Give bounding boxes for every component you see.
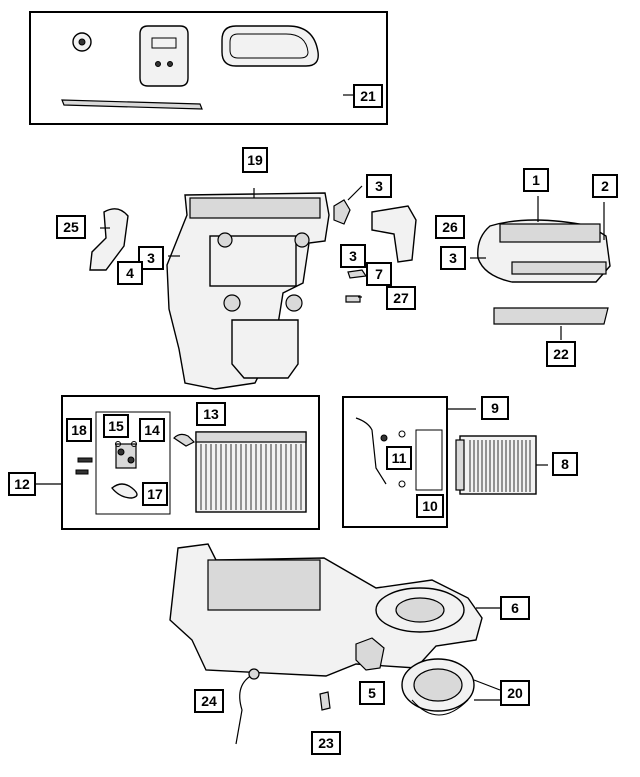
blower-motor xyxy=(401,658,475,716)
callout-26[interactable]: 26 xyxy=(435,215,465,239)
hvac-housing-lower xyxy=(169,543,483,677)
callout-12[interactable]: 12 xyxy=(8,472,36,496)
seal-subkit-frame xyxy=(415,429,443,491)
seal-kit-parts xyxy=(61,25,319,110)
heater-core xyxy=(455,435,537,495)
callout-4[interactable]: 4 xyxy=(117,261,143,285)
callout-24[interactable]: 24 xyxy=(194,689,224,713)
wire-harness xyxy=(235,668,260,745)
hvac-housing-upper xyxy=(166,188,330,390)
callout-1[interactable]: 1 xyxy=(523,168,549,192)
callout-6[interactable]: 6 xyxy=(500,596,530,620)
callout-3-right[interactable]: 3 xyxy=(340,244,366,268)
heater-tube xyxy=(355,417,406,488)
clip xyxy=(319,691,331,711)
callout-2[interactable]: 2 xyxy=(592,174,618,198)
heater-kit-frame xyxy=(342,396,448,528)
callout-3-blower[interactable]: 3 xyxy=(440,246,466,270)
callout-19[interactable]: 19 xyxy=(242,147,268,173)
callout-3-sensor[interactable]: 3 xyxy=(366,174,392,198)
callout-15[interactable]: 15 xyxy=(103,414,129,438)
callout-10[interactable]: 10 xyxy=(416,494,444,518)
callout-13[interactable]: 13 xyxy=(196,402,226,426)
blower-module xyxy=(477,219,611,283)
callout-5[interactable]: 5 xyxy=(359,681,385,705)
callout-22[interactable]: 22 xyxy=(546,341,576,367)
cabin-filter xyxy=(493,307,609,325)
callout-27[interactable]: 27 xyxy=(386,286,416,310)
callout-23[interactable]: 23 xyxy=(311,731,341,755)
callout-7[interactable]: 7 xyxy=(366,262,392,286)
callout-20[interactable]: 20 xyxy=(500,680,530,706)
callout-21[interactable]: 21 xyxy=(353,84,383,108)
evaporator-kit-frame xyxy=(61,395,320,530)
blower-resistor xyxy=(355,637,385,671)
seal-kit-frame xyxy=(29,11,388,125)
callout-18[interactable]: 18 xyxy=(66,418,92,442)
callout-14[interactable]: 14 xyxy=(139,418,165,442)
callout-11[interactable]: 11 xyxy=(386,446,412,470)
valve-subkit-frame xyxy=(95,411,171,515)
callout-8[interactable]: 8 xyxy=(552,452,578,476)
callout-25[interactable]: 25 xyxy=(56,215,86,239)
hvac-right-duct xyxy=(371,205,417,263)
valve-parts xyxy=(75,441,138,499)
callout-9[interactable]: 9 xyxy=(481,396,509,420)
callout-17[interactable]: 17 xyxy=(142,482,168,506)
hvac-left-duct xyxy=(89,208,129,271)
